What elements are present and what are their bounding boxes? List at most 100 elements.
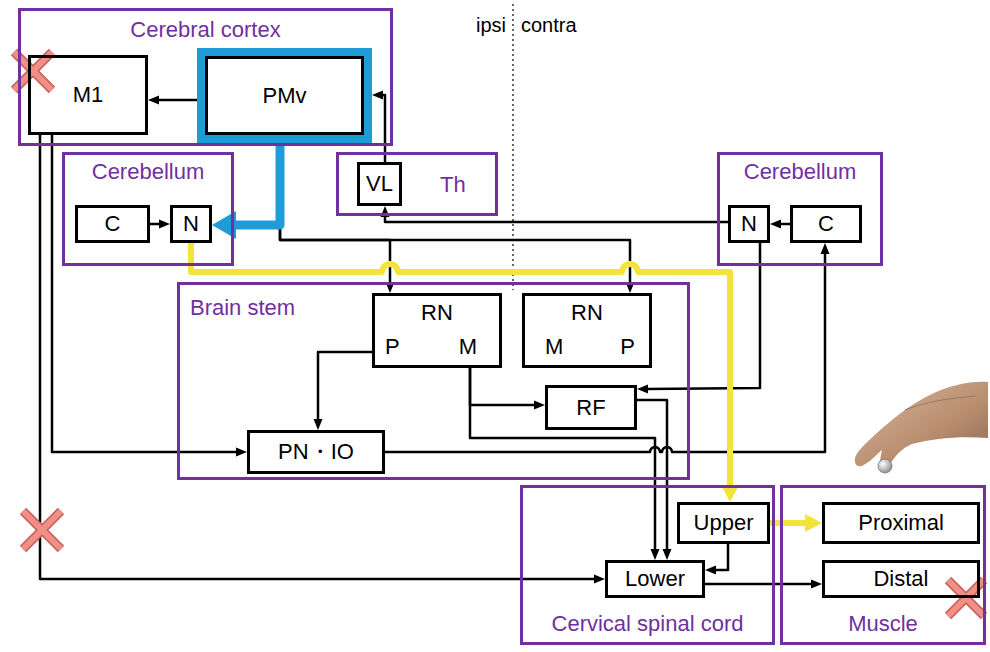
pathway-arrow — [150, 223, 161, 226]
pathway-group — [770, 514, 822, 532]
pathway-arrow — [318, 352, 372, 421]
cross-stroke — [23, 511, 61, 549]
cross-stroke — [23, 511, 61, 549]
region-box: Cerebral cortexM1 PMv — [18, 8, 393, 146]
pathway-arrow — [705, 583, 813, 586]
pathway-arrow — [780, 223, 791, 226]
arrowhead — [594, 575, 605, 584]
pathway-arrow — [637, 400, 667, 551]
arrowhead — [372, 91, 383, 100]
structure-box: PN・IO — [247, 430, 385, 474]
structure-label: PN・IO — [278, 439, 354, 464]
cross-stroke — [23, 511, 61, 549]
region-box: Brain stemRNPMRNMPRFPN・IO — [177, 282, 690, 480]
region-title: Brain stem — [190, 295, 295, 320]
structure-label: P — [620, 334, 635, 359]
arrowhead — [534, 401, 545, 410]
ball-illustration — [878, 459, 892, 473]
structure-label: N — [741, 211, 757, 236]
pathway-arrow — [385, 216, 728, 223]
arrowhead — [770, 220, 781, 229]
region-title: Cerebral cortex — [130, 17, 280, 42]
pathway-arrow — [235, 143, 281, 225]
pathway-group — [705, 544, 728, 575]
midline-divider — [512, 4, 514, 290]
pathway-arrow — [280, 143, 630, 284]
pathway-arrow — [715, 544, 729, 570]
structure-label: M — [545, 334, 563, 359]
structure-label: RN — [571, 300, 603, 325]
pathway-arrow — [52, 135, 238, 452]
arrowhead — [236, 448, 247, 457]
hand-crease — [905, 396, 975, 410]
structure-label: Distal — [873, 566, 928, 591]
cross-stroke — [23, 511, 61, 549]
region-box: CerebellumN C — [717, 152, 883, 266]
region-title: Cervical spinal cord — [552, 611, 744, 636]
region-title: Muscle — [848, 611, 918, 636]
structure-label: N — [183, 211, 199, 236]
structure-label: M — [459, 334, 477, 359]
structure-box: N — [170, 205, 212, 243]
structure-box: VL — [357, 162, 402, 206]
region-title: Cerebellum — [92, 159, 205, 184]
pathway-arrow — [158, 99, 198, 102]
arrowhead — [805, 514, 822, 532]
pathway-arrow — [191, 243, 730, 487]
structure-label: RF — [576, 395, 605, 420]
structure-box: Lower — [605, 560, 705, 598]
arrowhead — [148, 96, 159, 105]
structure-box: C — [75, 205, 150, 243]
side-label: ipsi — [476, 14, 506, 37]
highlighted-area-box: PMv — [197, 48, 372, 143]
structure-label: C — [105, 211, 121, 236]
pathway-group — [150, 220, 170, 229]
region-box: Muscle ProximalDistal — [780, 485, 986, 645]
structure-label: RN — [421, 300, 453, 325]
pathway-group — [314, 352, 373, 430]
region-box: CerebellumC N — [62, 152, 234, 266]
pathway-arrow — [770, 520, 807, 526]
structure-box: M1 — [28, 55, 148, 135]
pathway-arrow — [470, 368, 536, 405]
region-box: Cervical spinal cord UpperLower — [520, 485, 775, 645]
structure-box: RF — [545, 385, 637, 430]
region-title: Th — [440, 172, 466, 197]
structure-box: N — [728, 205, 770, 243]
structure-label: C — [818, 211, 834, 236]
region-title: Cerebellum — [744, 159, 857, 184]
pathway-arrow — [40, 135, 596, 579]
structure-box: Upper — [677, 502, 770, 544]
lesion-cross — [23, 511, 61, 549]
pathway-group — [148, 96, 197, 105]
arrowhead — [159, 220, 170, 229]
pathway-group — [770, 220, 790, 229]
arrowhead — [314, 419, 323, 430]
pathway-group — [470, 368, 660, 560]
arrowhead — [637, 384, 648, 393]
structure-label: Lower — [625, 566, 685, 591]
side-label: contra — [521, 14, 577, 37]
structure-box: RN M P — [522, 293, 652, 368]
pathway-group — [705, 580, 822, 589]
structure-label: Upper — [694, 510, 754, 535]
pathway-group — [637, 400, 672, 560]
structure-box: Proximal — [822, 502, 980, 544]
pathway-group — [212, 143, 280, 239]
structure-box: C — [790, 205, 862, 243]
structure-label: Proximal — [858, 510, 944, 535]
region-box: Th VL — [336, 152, 498, 216]
hand-illustration — [855, 382, 988, 468]
arrowhead — [705, 566, 716, 575]
structure-label: P — [385, 334, 400, 359]
structure-label: M1 — [73, 82, 104, 107]
structure-label: VL — [366, 171, 393, 196]
arrowhead — [651, 549, 660, 560]
arrowhead — [811, 580, 822, 589]
pathway-arrow — [470, 368, 655, 551]
arrowhead — [821, 243, 830, 254]
structure-label: PMv — [263, 83, 307, 108]
